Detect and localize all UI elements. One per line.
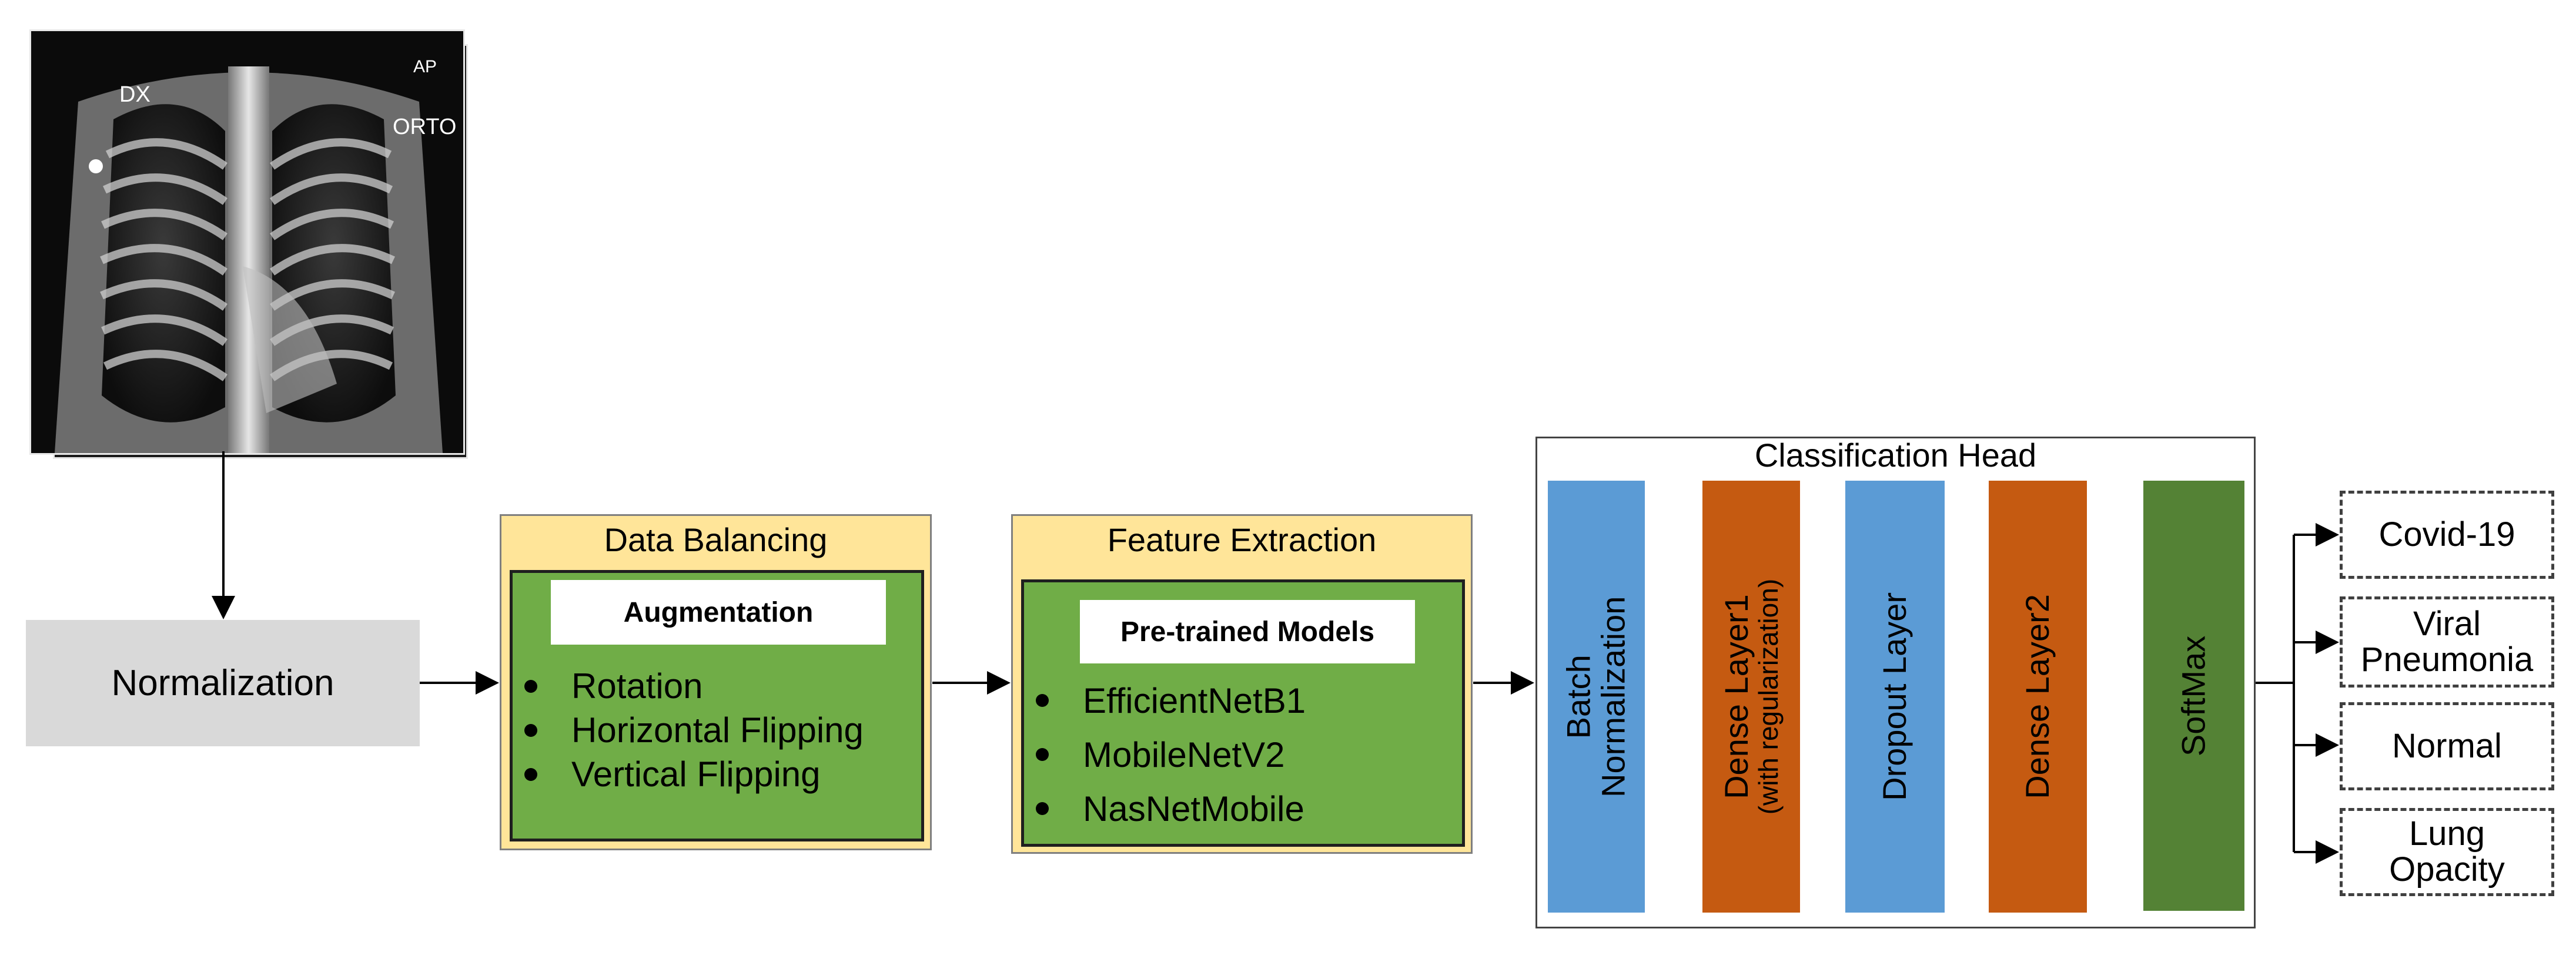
output-covid-line1: Covid-19 [2378, 515, 2515, 554]
batch-normalization-layer: Batch Normalization [1548, 481, 1645, 913]
classification-head-title: Classification Head [1754, 437, 2037, 474]
augmentation-label: Augmentation [551, 580, 886, 645]
xray-label-dx: DX [119, 82, 150, 107]
batch-normalization-line1: Batch [1560, 654, 1597, 739]
bullet-icon [1036, 802, 1049, 815]
output-viral-pneumonia: Viral Pneumonia [2340, 596, 2554, 688]
output-lung-line2: Opacity [2389, 850, 2505, 888]
dense-layer1-note: (with regularization) [1753, 578, 1784, 815]
output-lung-line1: Lung [2408, 814, 2485, 853]
bullet-icon [524, 679, 537, 693]
feature-extraction-inner: Pre-trained Models EfficientNetB1 Mobile… [1021, 579, 1465, 847]
softmax-label: SoftMax [2174, 635, 2212, 756]
softmax-layer: SoftMax [2143, 481, 2244, 911]
dense-layer1-label: Dense Layer1 [1718, 594, 1755, 799]
xray-label-orto: ORTO [393, 115, 456, 139]
feature-extraction-panel: Feature Extraction Pre-trained Models Ef… [1011, 514, 1473, 854]
dense-layer1: Dense Layer1 (with regularization) [1702, 481, 1800, 913]
output-normal: Normal [2340, 702, 2554, 790]
bullet-icon [1036, 748, 1049, 761]
dense-layer2: Dense Layer2 [1989, 481, 2087, 913]
output-normal-line1: Normal [2392, 726, 2502, 765]
data-balancing-inner: Augmentation Rotation Horizontal Flippin… [510, 570, 924, 841]
list-item: MobileNetV2 [1036, 727, 1306, 782]
list-item: Horizontal Flipping [524, 708, 864, 752]
output-viral-line2: Pneumonia [2360, 640, 2534, 679]
batch-normalization-line2: Normalization [1594, 596, 1632, 797]
list-item: Vertical Flipping [524, 752, 864, 796]
bullet-icon [1036, 694, 1049, 707]
bullet-icon [524, 723, 537, 737]
pretrained-models-list: EfficientNetB1 MobileNetV2 NasNetMobile [1036, 673, 1306, 836]
pretrained-models-label: Pre-trained Models [1080, 600, 1415, 663]
list-item: Rotation [524, 664, 864, 708]
bullet-icon [524, 767, 537, 781]
list-item: EfficientNetB1 [1036, 673, 1306, 727]
dropout-layer-label: Dropout Layer [1876, 592, 1913, 801]
list-item: NasNetMobile [1036, 782, 1306, 836]
normalization-box: Normalization [26, 620, 420, 746]
output-lung-opacity: Lung Opacity [2340, 808, 2554, 896]
normalization-label: Normalization [111, 663, 334, 703]
dropout-layer: Dropout Layer [1845, 481, 1945, 913]
output-covid-19: Covid-19 [2340, 491, 2554, 579]
data-balancing-panel: Data Balancing Augmentation Rotation Hor… [500, 514, 932, 850]
augmentation-list: Rotation Horizontal Flipping Vertical Fl… [524, 664, 864, 796]
chest-xray-image: DX ORTO AP [29, 29, 465, 455]
output-viral-line1: Viral [2413, 604, 2481, 643]
dense-layer2-label: Dense Layer2 [2019, 594, 2056, 799]
feature-extraction-title: Feature Extraction [1107, 521, 1377, 558]
data-balancing-title: Data Balancing [604, 521, 828, 558]
xray-label-ap: AP [413, 57, 437, 76]
